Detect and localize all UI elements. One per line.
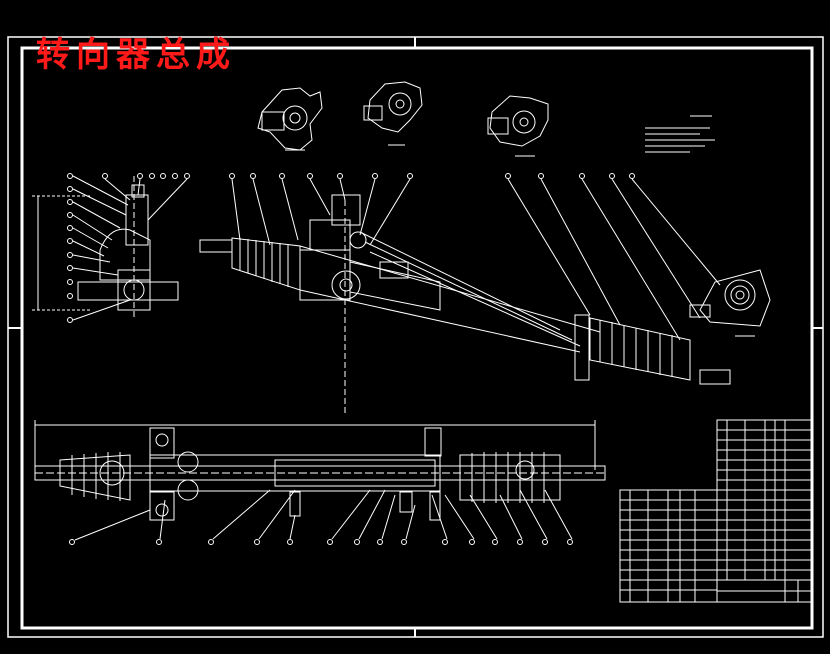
parts-list-table-lower <box>619 489 718 603</box>
section-view-balloons <box>69 489 573 545</box>
section-view <box>34 420 606 521</box>
title-block <box>716 579 813 603</box>
bracket-detail <box>689 269 771 337</box>
main-assembly-view <box>199 194 731 415</box>
sheet-border <box>7 36 824 638</box>
side-view-balloons <box>67 173 190 323</box>
side-view <box>32 176 179 320</box>
parts-list-table-upper <box>716 419 813 581</box>
detail-view-2 <box>363 81 423 146</box>
drawing-title: 转向器总成 <box>36 35 236 75</box>
detail-view-3 <box>487 95 549 157</box>
main-assembly-balloons <box>229 173 721 341</box>
detail-view-1 <box>257 87 323 151</box>
technical-notes <box>645 115 715 153</box>
